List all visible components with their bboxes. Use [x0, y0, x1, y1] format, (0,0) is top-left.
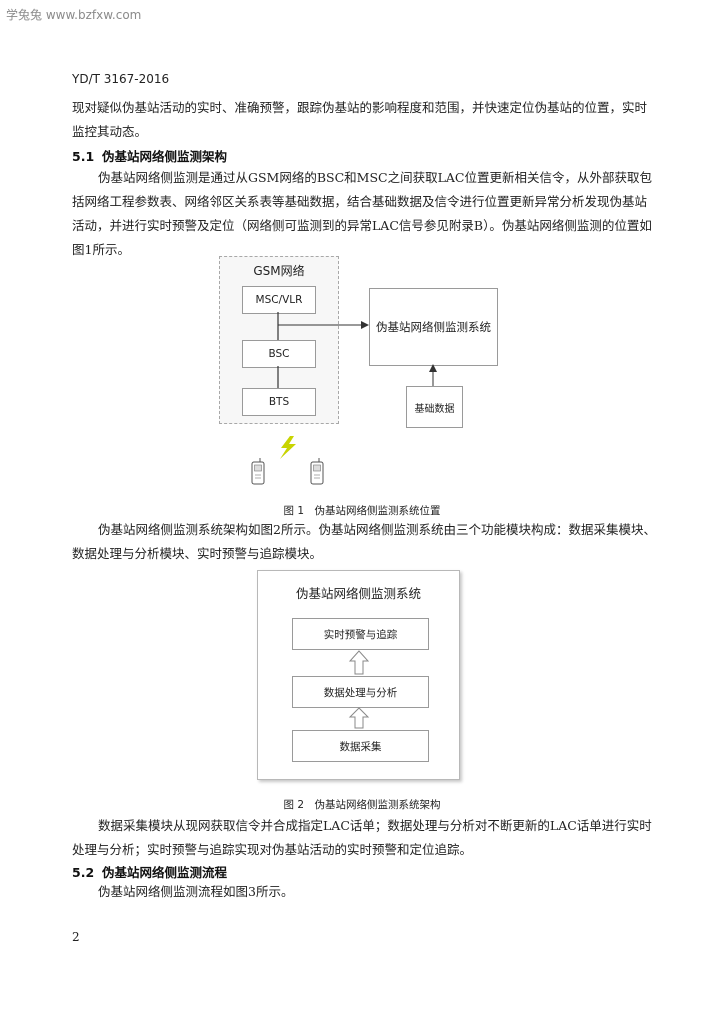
wireless-signal-icon: [280, 436, 296, 459]
bts-box: BTS: [242, 388, 316, 416]
mobile-phone-icon: [310, 458, 324, 485]
base-data-arrowhead: [429, 364, 437, 372]
document-code: YD/T 3167-2016: [72, 72, 170, 86]
system-architecture-title: 伪基站网络侧监测系统: [295, 586, 421, 601]
paragraph-flow: 伪基站网络侧监测流程如图3所示。: [98, 884, 294, 899]
watermark: 学兔兔 www.bzfxw.com: [6, 8, 142, 22]
section-number: 5.1: [72, 149, 95, 164]
mobile-phone-icon: [251, 458, 265, 485]
signal-tap-arrowhead: [361, 321, 369, 329]
module-realtime-alert: 实时预警与追踪: [292, 618, 429, 650]
module-data-processing: 数据处理与分析: [292, 676, 429, 708]
figure-1-caption: 图 1 伪基站网络侧监测系统位置: [283, 505, 441, 517]
section-number: 5.2: [72, 865, 95, 880]
monitoring-system-box: 伪基站网络侧监测系统: [369, 288, 498, 366]
paragraph-intro: 现对疑似伪基站活动的实时、准确预警，跟踪伪基站的影响程度和范围，并快速定位伪基站…: [72, 100, 648, 139]
section-title: 伪基站网络侧监测架构: [102, 149, 228, 164]
figure-2-caption: 图 2 伪基站网络侧监测系统架构: [283, 799, 441, 811]
base-data-box: 基础数据: [406, 386, 463, 428]
section-title: 伪基站网络侧监测流程: [102, 865, 228, 880]
paragraph-architecture: 伪基站网络侧监测是通过从GSM网络的BSC和MSC之间获取LAC位置更新相关信令…: [72, 170, 652, 257]
paragraph-modules: 伪基站网络侧监测系统架构如图2所示。伪基站网络侧监测系统由三个功能模块构成：数据…: [72, 522, 656, 561]
gsm-network-label: GSM网络: [253, 264, 305, 278]
msc-vlr-box: MSC/VLR: [242, 286, 316, 314]
up-arrow-icon: [348, 707, 370, 729]
paragraph-module-description: 数据采集模块从现网获取信令并合成指定LAC话单；数据处理与分析对不断更新的LAC…: [72, 818, 652, 857]
page-number: 2: [72, 930, 80, 944]
section-heading-5-1: 5.1 伪基站网络侧监测架构: [72, 146, 227, 165]
bsc-box: BSC: [242, 340, 316, 368]
module-data-collection: 数据采集: [292, 730, 429, 762]
up-arrow-icon: [348, 650, 370, 675]
section-heading-5-2: 5.2 伪基站网络侧监测流程: [72, 862, 227, 881]
